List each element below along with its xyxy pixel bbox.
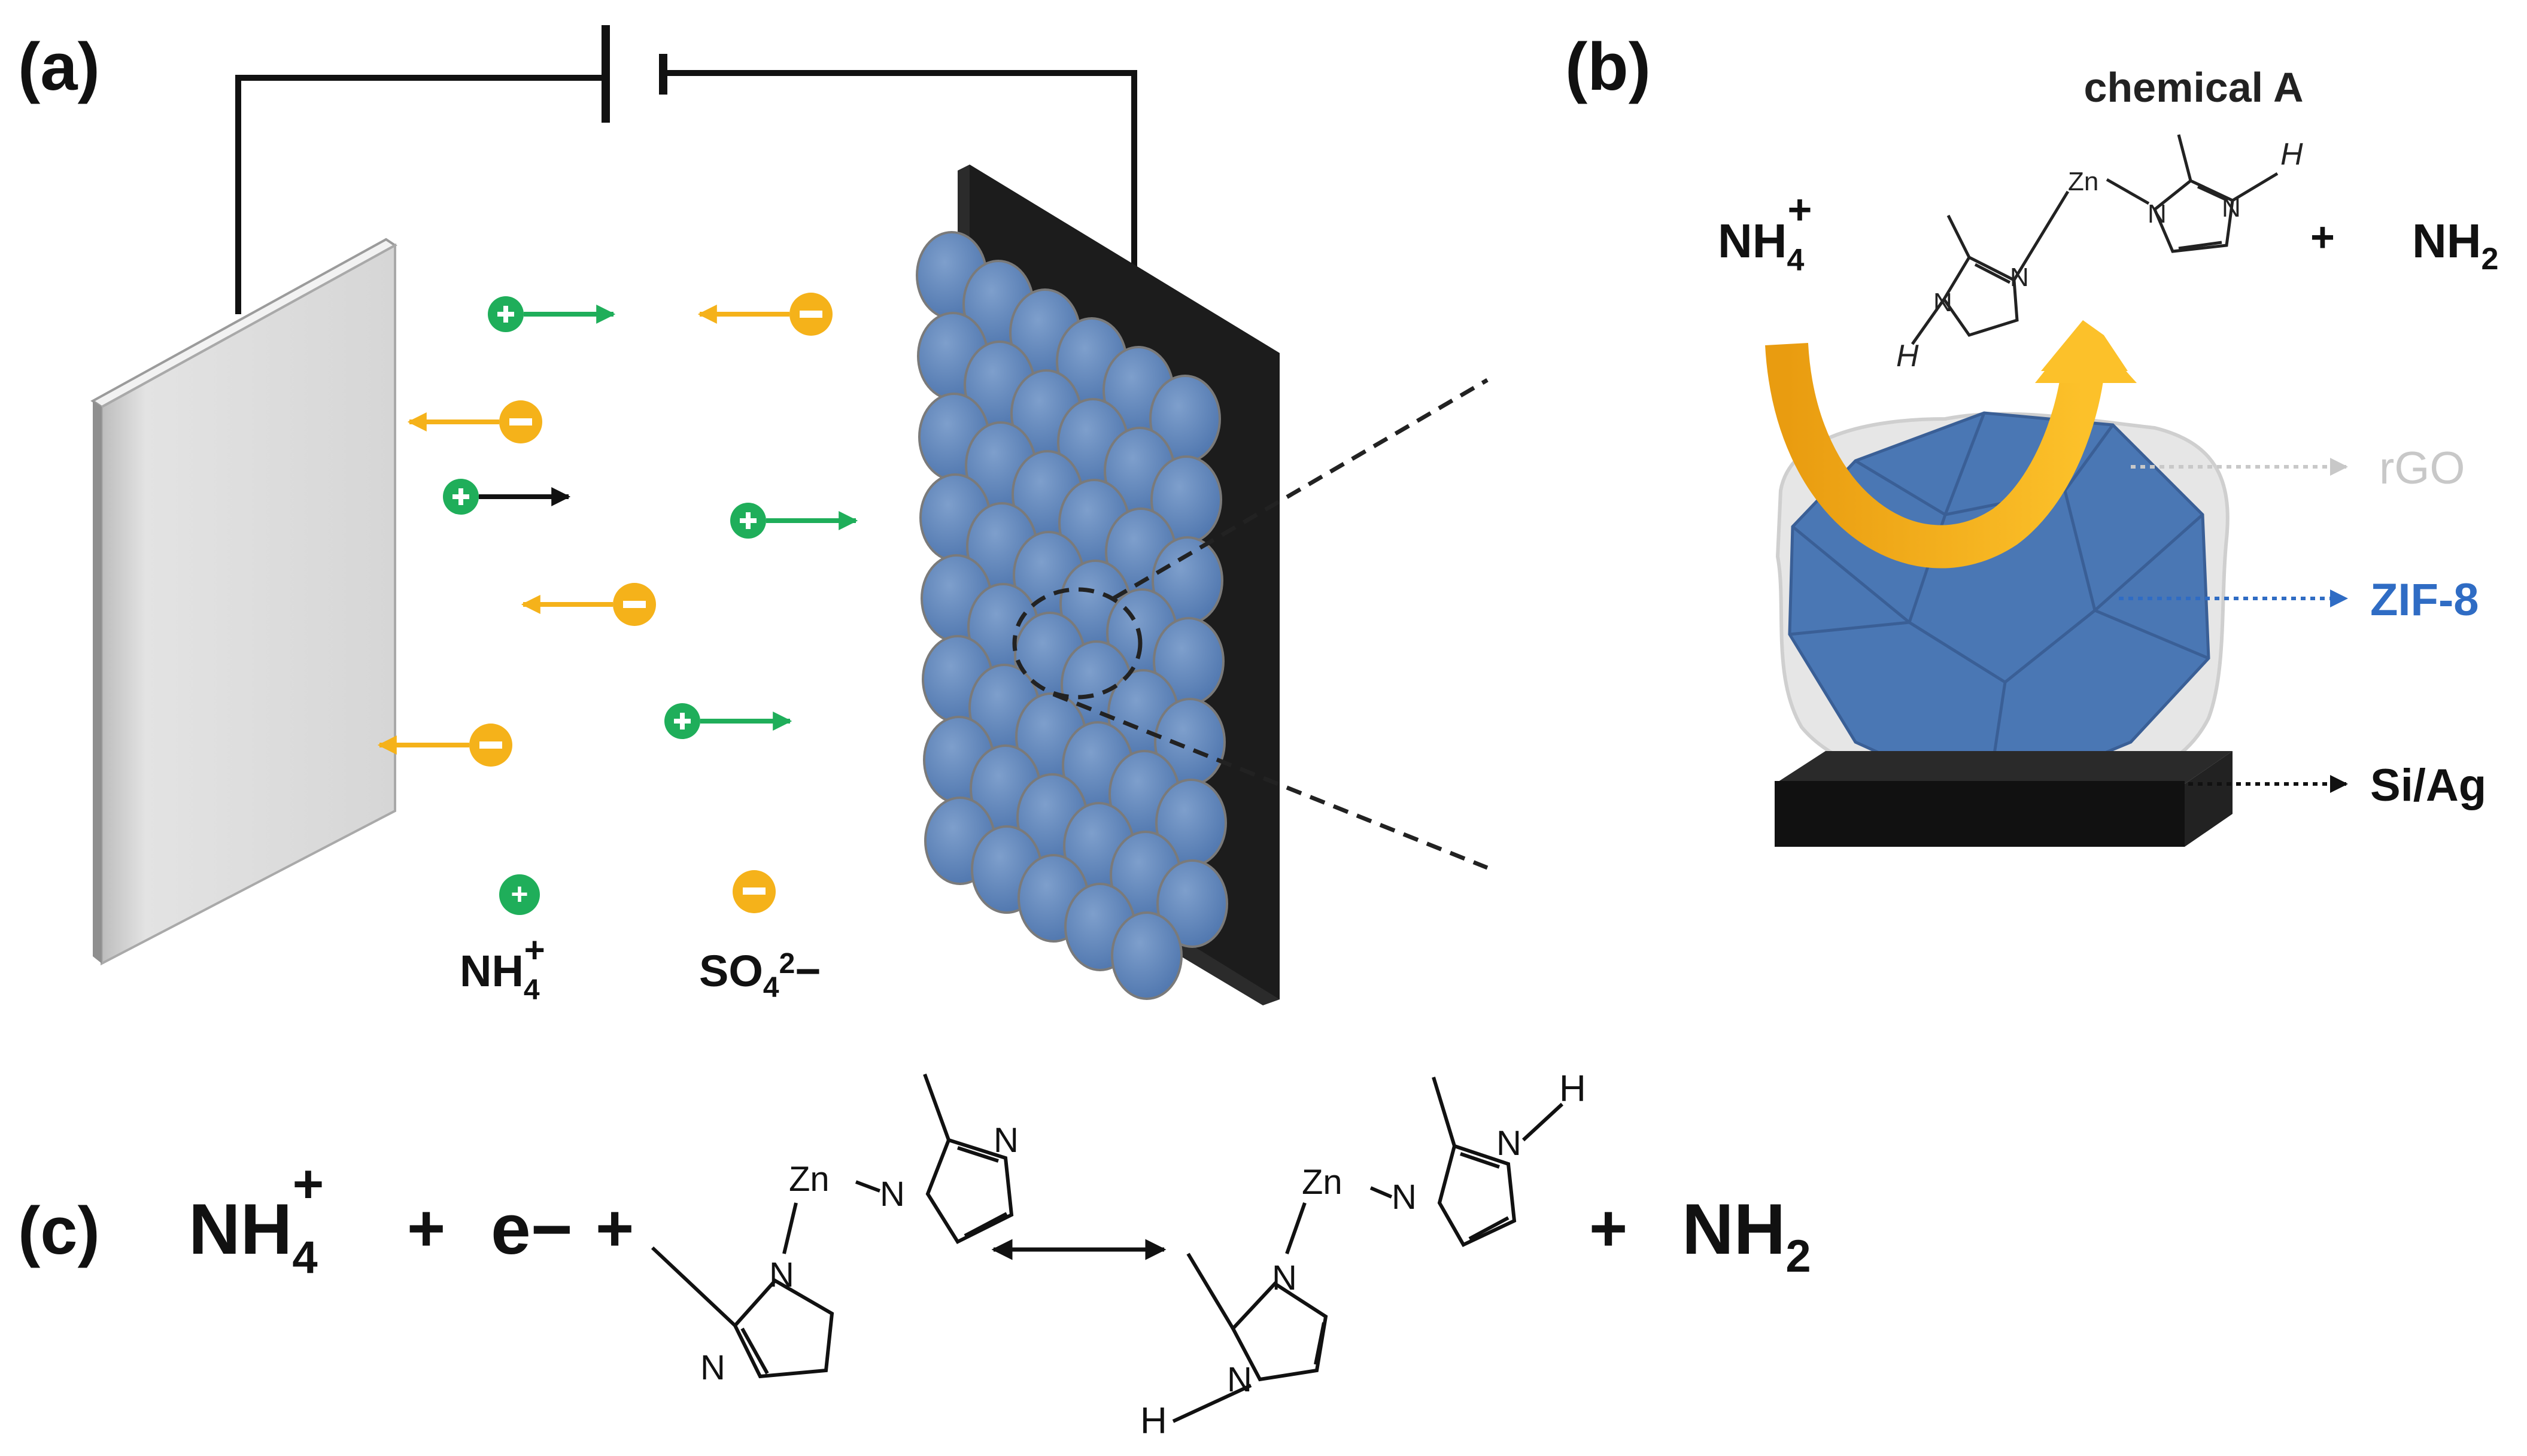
panel-b-label: (b) — [1565, 29, 1651, 104]
chemical-a-atoms: Zn N N N N H H — [1896, 137, 2303, 373]
n-atom: N — [2010, 263, 2029, 292]
zn-complex-left — [651, 1073, 1014, 1379]
si-ag-substrate — [1775, 751, 2233, 847]
h-atom: H — [1559, 1068, 1586, 1110]
legend-cation: + — [499, 874, 540, 915]
panel-c-product: NH2 — [1682, 1189, 1811, 1282]
panel-c-electron: e− — [491, 1189, 573, 1269]
panel-c-plus-1: + — [407, 1191, 445, 1265]
zif8-label: ZIF-8 — [2370, 575, 2479, 625]
n-atom: N — [1272, 1259, 1297, 1297]
panel-b-reactant: NH4+ — [1718, 186, 1812, 278]
anion-ion — [377, 724, 512, 767]
panel-b-product: NH2 — [2412, 214, 2498, 276]
n-atom: N — [1392, 1178, 1417, 1217]
n-atom: N — [2148, 199, 2167, 229]
n-atom: N — [769, 1256, 794, 1294]
legend-anion — [733, 870, 776, 913]
n-atom: N — [1227, 1360, 1252, 1399]
zn-atom: Zn — [789, 1160, 830, 1199]
zif8-crystal-particle — [1156, 859, 1228, 948]
zn-atom: Zn — [2068, 167, 2098, 196]
zn-complex-left-atoms: Zn N N N N — [700, 1121, 1019, 1387]
panel-c-plus-2: + — [596, 1191, 634, 1265]
svg-text:SO42−: SO42− — [699, 946, 821, 1004]
n-atom: N — [880, 1175, 905, 1214]
anion-ion — [697, 293, 833, 336]
n-atom: N — [2222, 193, 2241, 223]
left-electrode — [90, 238, 397, 966]
battery-symbol — [602, 25, 667, 123]
cation-ion — [488, 296, 616, 332]
h-atom: H — [1140, 1400, 1167, 1442]
cation-ion — [730, 503, 858, 539]
n-atom: N — [1496, 1124, 1521, 1163]
panel-b-plus: + — [2310, 214, 2335, 260]
h-atom: H — [2280, 137, 2303, 172]
legend-cation-text: NH4+ — [460, 930, 545, 1006]
magnification-indicator — [1012, 378, 1489, 870]
zn-complex-right-atoms: Zn N N N N H H — [1140, 1068, 1586, 1442]
ion-migration-group — [377, 293, 858, 767]
svg-text:+: + — [511, 877, 528, 911]
chemical-a-title: chemical A — [2083, 64, 2303, 111]
zn-complex-right — [1172, 1077, 1564, 1423]
zif8-crystal — [1788, 411, 2210, 804]
circuit-wire — [235, 70, 1137, 314]
cation-ion — [664, 703, 792, 739]
n-atom: N — [700, 1348, 725, 1387]
h-atom: H — [1896, 339, 1919, 373]
panel-c-reactant: NH4+ — [189, 1154, 324, 1283]
anion-ion — [407, 400, 542, 443]
rgo-label: rGO — [2379, 443, 2465, 494]
n-atom: N — [994, 1121, 1019, 1160]
reaction-arrow — [1765, 320, 2137, 569]
cation-ion — [443, 479, 571, 515]
panel-c-plus-3: + — [1589, 1191, 1627, 1265]
legend-cation-label: NH4+ — [460, 930, 545, 1006]
legend-anion-label: SO42− — [699, 946, 821, 1004]
panel-a-label: (a) — [18, 29, 100, 104]
panel-c-label: (c) — [18, 1193, 100, 1268]
si-ag-label: Si/Ag — [2370, 760, 2486, 811]
chemical-a-structure — [1911, 134, 2279, 345]
zif8-crystal-particle — [1111, 911, 1183, 1000]
anion-ion — [521, 583, 656, 626]
zn-atom: Zn — [1302, 1163, 1343, 1202]
n-atom: N — [1933, 288, 1952, 317]
